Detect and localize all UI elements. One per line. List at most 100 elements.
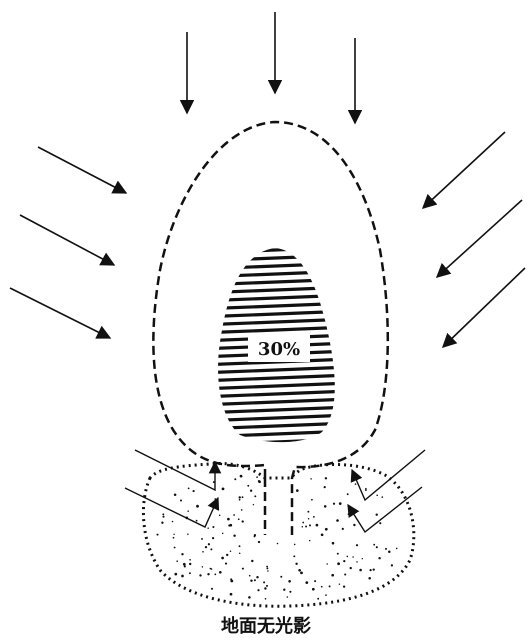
hatch-line <box>200 327 350 333</box>
stipple-dot <box>258 480 260 482</box>
stipple-dot <box>233 534 235 536</box>
stipple-dot <box>181 553 183 555</box>
stipple-dot <box>359 569 362 572</box>
stipple-dot <box>396 548 398 550</box>
stipple-dot <box>353 524 355 526</box>
arrow-left-1 <box>38 147 126 193</box>
ground-zone <box>143 464 413 607</box>
stipple-dot <box>326 563 327 564</box>
stipple-dot <box>302 526 304 528</box>
stipple-dot <box>239 545 241 547</box>
stipple-dot <box>256 576 258 578</box>
stipple-dot <box>187 510 189 512</box>
stipple-dot <box>249 575 251 577</box>
hatch-line <box>200 391 350 397</box>
stipple-dot <box>307 511 309 513</box>
stipple-dot <box>211 588 213 590</box>
stipple-dot <box>339 502 342 505</box>
stipple-dot <box>368 577 371 580</box>
stipple-dot <box>381 496 383 498</box>
stipple-dot <box>205 546 207 548</box>
stipple-dot <box>298 569 301 572</box>
stipple-dot <box>222 488 225 491</box>
stipple-dot <box>347 556 349 558</box>
stipple-dot <box>376 546 378 548</box>
hatch-line <box>200 423 350 429</box>
stipple-dot <box>234 478 236 480</box>
stipple-dot <box>189 559 191 561</box>
stipple-dot <box>365 489 367 491</box>
stipple-dot <box>324 505 327 508</box>
stipple-dot <box>344 573 346 575</box>
stipple-dot <box>247 485 249 487</box>
stipple-dot <box>356 544 358 546</box>
stipple-dot <box>156 534 158 536</box>
stipple-dot <box>239 553 241 555</box>
stipple-dot <box>226 554 228 556</box>
stipple-dot <box>229 524 232 527</box>
arrow-right-1 <box>423 132 505 208</box>
stipple-dot <box>325 594 327 596</box>
stipple-dot <box>312 588 315 591</box>
arrow-left-2 <box>20 215 114 265</box>
stipple-dot <box>222 533 223 534</box>
stipple-dot <box>239 499 241 501</box>
stipple-dot <box>378 557 380 559</box>
stipple-dot <box>391 564 393 566</box>
stipple-dot <box>214 498 216 500</box>
stipple-dot <box>189 572 191 574</box>
stipple-dot <box>352 556 354 558</box>
stipple-dot <box>376 495 378 497</box>
stipple-dot <box>196 520 198 522</box>
stipple-dot <box>253 504 254 505</box>
stipple-dot <box>251 560 253 562</box>
stipple-dot <box>379 522 381 524</box>
stipple-dot <box>257 589 259 591</box>
stipple-dot <box>207 527 209 529</box>
stipple-dot <box>212 526 214 528</box>
stipple-dot <box>355 483 357 485</box>
hatch-line <box>200 375 350 381</box>
stipple-dot <box>212 537 214 539</box>
hatch-line <box>200 383 350 389</box>
stipple-dot <box>241 509 243 511</box>
stipple-dot <box>174 573 177 576</box>
stipple-dot <box>376 514 378 516</box>
stipple-dot <box>309 524 311 526</box>
stipple-dot <box>302 522 304 524</box>
stipple-dot <box>258 541 260 543</box>
stipple-dot <box>370 569 372 571</box>
stipple-dot <box>385 548 387 550</box>
arrow-right-2 <box>437 200 522 277</box>
stipple-dot <box>181 575 184 578</box>
stipple-dot <box>373 568 375 570</box>
stipple-dot <box>254 495 256 497</box>
stipple-dot <box>321 586 323 588</box>
stipple-dot <box>227 518 230 521</box>
stipple-dot <box>311 499 313 501</box>
hatch-line <box>200 399 350 405</box>
stipple-dot <box>161 522 163 524</box>
stipple-dot <box>287 596 289 598</box>
stipple-dot <box>339 583 340 584</box>
stipple-dot <box>308 518 310 520</box>
stipple-dot <box>293 555 295 557</box>
stipple-dot <box>196 505 199 508</box>
stipple-dot <box>254 579 256 581</box>
stipple-dot <box>242 568 244 570</box>
stipple-dot <box>173 537 175 539</box>
stipple-dot <box>317 598 319 600</box>
stipple-dot <box>173 534 174 535</box>
stipple-dot <box>309 540 310 541</box>
stipple-dot <box>230 580 233 583</box>
stipple-dot <box>221 557 224 560</box>
stipple-dot <box>207 573 209 575</box>
arrow-left-3 <box>10 288 110 338</box>
stipple-dot <box>277 543 279 545</box>
center-label: 30% <box>258 339 300 360</box>
stipple-dot <box>267 570 269 572</box>
stipple-dot <box>241 476 243 478</box>
stipple-dot <box>242 496 244 498</box>
hatch-line <box>200 439 350 445</box>
